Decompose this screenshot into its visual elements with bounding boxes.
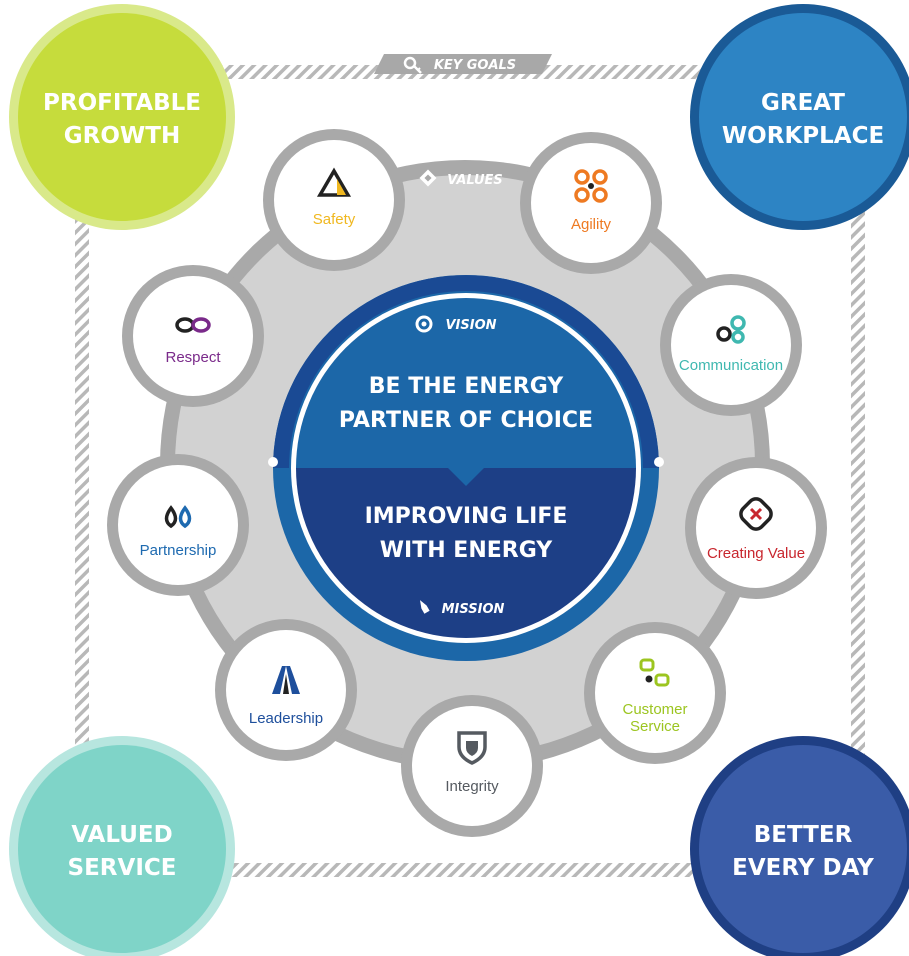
customer-service-label1: Customer [622, 701, 687, 718]
creating-value-label: Creating Value [707, 545, 805, 562]
values-label: VALUES [447, 173, 503, 188]
value-creating-value[interactable]: Creating Value [685, 457, 827, 599]
goal-great-workplace-line2: WORKPLACE [722, 123, 884, 149]
goal-great-workplace-line1: GREAT [761, 90, 845, 116]
rocket-icon [420, 600, 430, 614]
goal-better-every-day-line1: BETTER [754, 822, 853, 848]
creating-value-cross-icon [739, 497, 773, 531]
respect-label: Respect [165, 349, 221, 366]
communication-bubbles-icon [716, 315, 746, 344]
value-communication[interactable]: Communication [660, 274, 802, 416]
divider-notch [448, 468, 484, 486]
integrity-label: Integrity [445, 778, 499, 795]
vision-line2: PARTNER OF CHOICE [339, 408, 593, 433]
key-goals-label: KEY GOALS [434, 58, 516, 73]
value-partnership[interactable]: Partnership [107, 454, 249, 596]
partnership-drops-icon [164, 505, 192, 529]
customer-service-squares-icon [639, 658, 670, 687]
goal-great-workplace: GREAT WORKPLACE [690, 4, 909, 230]
vision-icon [415, 315, 433, 333]
value-safety[interactable]: Safety [263, 129, 405, 271]
goal-profitable-growth-line1: PROFITABLE [43, 90, 201, 116]
vision-line1: BE THE ENERGY [369, 374, 565, 399]
safety-triangle-icon [316, 167, 352, 197]
leadership-arches-icon [272, 666, 300, 694]
value-leadership[interactable]: Leadership [215, 619, 357, 761]
value-integrity[interactable]: Integrity [401, 695, 543, 837]
value-customer-service[interactable]: Customer Service [584, 622, 726, 764]
mission-line2: WITH ENERGY [380, 538, 554, 563]
goal-profitable-growth: PROFITABLE GROWTH [9, 4, 235, 230]
leadership-label: Leadership [249, 710, 323, 727]
agility-knot-icon [574, 169, 608, 203]
value-respect[interactable]: Respect [122, 265, 264, 407]
goal-valued-service: VALUED SERVICE [9, 736, 235, 956]
safety-label: Safety [313, 211, 356, 228]
key-goals-tag: KEY GOALS [374, 54, 552, 74]
communication-label: Communication [679, 357, 783, 374]
respect-infinity-icon [175, 317, 211, 333]
customer-service-label2: Service [630, 718, 680, 735]
integrity-shield-icon [457, 731, 487, 765]
agility-label: Agility [571, 216, 612, 233]
mission-tag: MISSION [442, 602, 505, 617]
goal-valued-service-line2: SERVICE [68, 855, 177, 881]
center-core: VISION BE THE ENERGY PARTNER OF CHOICE I… [268, 275, 664, 661]
partnership-label: Partnership [140, 542, 217, 559]
vision-tag: VISION [445, 318, 496, 333]
goal-better-every-day: BETTER EVERY DAY [690, 736, 909, 956]
goal-profitable-growth-line2: GROWTH [64, 123, 180, 149]
goal-valued-service-line1: VALUED [71, 822, 172, 848]
key-icon [403, 56, 422, 74]
goal-better-every-day-line2: EVERY DAY [732, 855, 874, 881]
mission-line1: IMPROVING LIFE [365, 504, 568, 529]
value-agility[interactable]: Agility [520, 132, 662, 274]
